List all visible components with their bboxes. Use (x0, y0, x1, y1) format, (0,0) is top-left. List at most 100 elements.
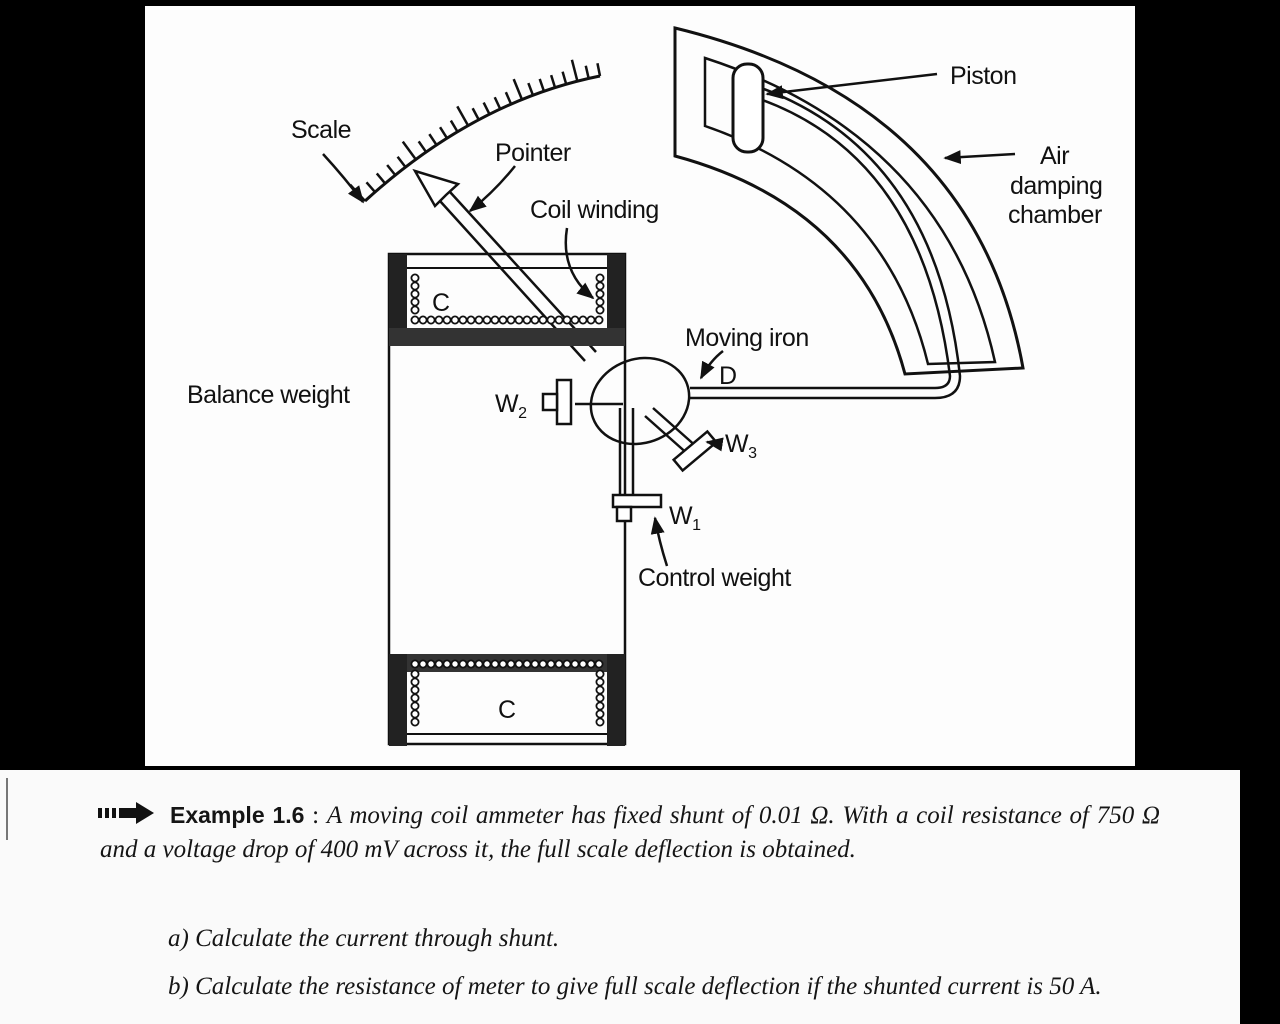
coil-turn (578, 659, 588, 669)
scale-tick (549, 74, 557, 88)
scale-tick (504, 91, 513, 105)
coil-turn (490, 315, 500, 325)
coil-turn (570, 315, 580, 325)
example-text-sheet: Example 1.6 : A moving coil ammeter has … (0, 770, 1240, 1024)
example-heading: Example 1.6 (170, 802, 305, 828)
coil-turn (514, 659, 524, 669)
coil-turn (474, 659, 484, 669)
coil-turn (442, 659, 452, 669)
chamber-label: chamber (1008, 201, 1102, 229)
coil-turn (538, 315, 548, 325)
coil-turn (458, 659, 468, 669)
part-a: a) Calculate the current through shunt. (168, 925, 560, 952)
coil-turn (546, 659, 556, 669)
coil-turn (595, 685, 605, 695)
scale-tick (512, 78, 524, 100)
coil-turn (506, 315, 516, 325)
scale-tick (493, 96, 502, 110)
coil-turn (410, 693, 420, 703)
scale-tick (365, 181, 376, 193)
coil-turn (595, 709, 605, 719)
coil-turn (490, 659, 500, 669)
leader-lines (322, 72, 1016, 567)
coil-winding (410, 273, 605, 727)
coil-turn (410, 281, 420, 291)
coil-turn (538, 659, 548, 669)
figure-sheet: Scale Pointer Coil winding Piston Air da… (145, 6, 1135, 766)
coil-turn (410, 289, 420, 299)
coil-turn (586, 315, 596, 325)
scale-arc (349, 59, 602, 203)
coil-turn (578, 315, 588, 325)
coil-turn (595, 669, 605, 679)
coil-turn (410, 669, 420, 679)
control-weight-label: Control weight (638, 564, 791, 592)
coil-winding-label: Coil winding (530, 196, 659, 224)
coil-turn (506, 659, 516, 669)
coil-turn (426, 659, 436, 669)
coil-turn (434, 659, 444, 669)
damping-label: damping (1010, 172, 1102, 200)
coil-turn (595, 297, 605, 307)
scale-tick (570, 59, 579, 82)
coil-turn (482, 315, 492, 325)
scale-tick (527, 82, 535, 96)
coil-turn (450, 315, 460, 325)
coil-turn (562, 315, 572, 325)
coil-frame (387, 252, 627, 746)
coil-turn (595, 305, 605, 315)
w3-label: W3 (725, 430, 757, 462)
piston-label: Piston (950, 62, 1016, 90)
scale-tick (538, 78, 546, 92)
coil-turn (530, 315, 540, 325)
example-statement-text: A moving coil ammeter has fixed shunt of… (100, 802, 1160, 863)
coil-turn (595, 701, 605, 711)
coil-turn (474, 315, 484, 325)
moving-iron-instrument-diagram: Scale Pointer Coil winding Piston Air da… (187, 26, 1103, 746)
w2-label: W2 (495, 390, 527, 422)
scale-tick (471, 107, 480, 121)
margin-mark (6, 778, 8, 840)
coil-top-label: C (432, 289, 450, 317)
scale-tick (396, 156, 407, 168)
balance-weight-label: Balance weight (187, 381, 350, 409)
coil-turn (498, 659, 508, 669)
w1-label: W1 (669, 502, 701, 534)
coil-turn (530, 659, 540, 669)
coil-turn (570, 659, 580, 669)
scale-tick (561, 71, 568, 85)
coil-turn (410, 709, 420, 719)
moving-iron-disc (589, 356, 691, 446)
coil-turn (595, 289, 605, 299)
coil-turn (450, 659, 460, 669)
coil-turn (594, 659, 604, 669)
coil-turn (410, 701, 420, 711)
piston (731, 62, 765, 154)
scale-tick (456, 105, 470, 127)
coil-turn (410, 297, 420, 307)
balance-weight-w2 (541, 378, 623, 426)
coil-turn (410, 315, 420, 325)
coil-turn (410, 717, 420, 727)
example-separator: : (304, 802, 327, 829)
coil-bottom-label: C (498, 696, 516, 724)
coil-turn (410, 305, 420, 315)
coil-turn (458, 315, 468, 325)
scale-label: Scale (291, 116, 351, 144)
coil-turn (522, 659, 532, 669)
coil-turn (554, 315, 564, 325)
coil-turn (418, 659, 428, 669)
coil-turn (595, 717, 605, 727)
coil-turn (434, 315, 444, 325)
moving-iron-letter: D (719, 362, 737, 390)
coil-turn (594, 315, 604, 325)
moving-iron-label: Moving iron (685, 324, 809, 352)
scale-tick (386, 164, 397, 176)
coil-turn (562, 659, 572, 669)
coil-turn (586, 659, 596, 669)
coil-turn (595, 677, 605, 687)
coil-turn (554, 659, 564, 669)
coil-turn (595, 273, 605, 283)
scale-tick (401, 140, 417, 161)
coil-turn (418, 315, 428, 325)
